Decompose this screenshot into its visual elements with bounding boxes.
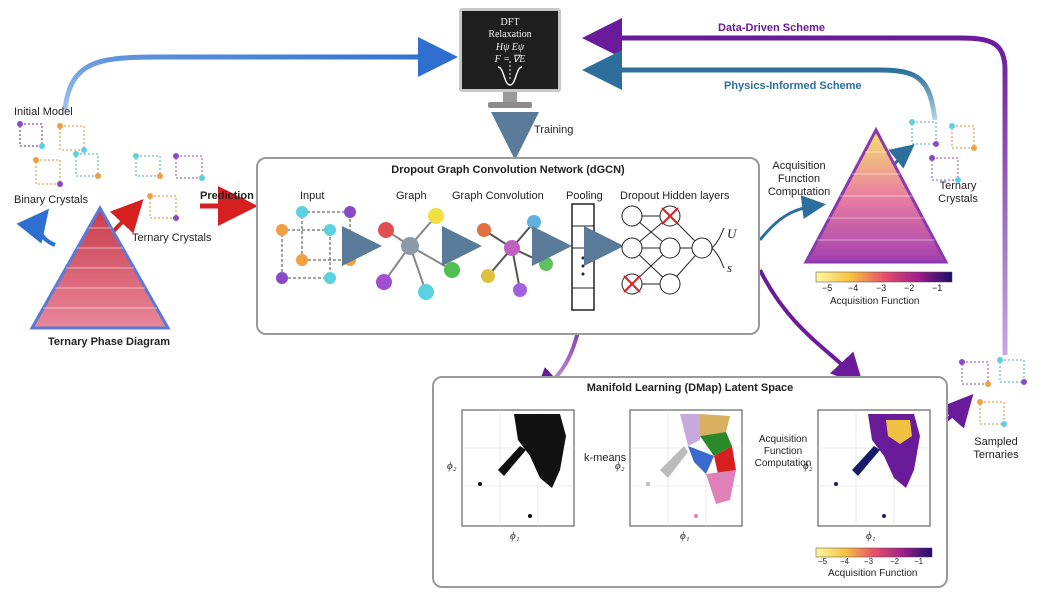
stage-pooling-label: Pooling [566,190,603,202]
initial-model-label: Initial Model [14,106,73,118]
plot2-y-label: ϕ₂ [615,460,625,472]
acq-tick-3: −2 [904,283,915,293]
plot3-x-label: ϕ₁ [866,530,876,542]
acq-tick-0: −5 [822,283,833,293]
initial-to-dft-arrow [62,37,458,111]
data-driven-arrow [582,18,1008,355]
dft-title: DFT [500,17,520,28]
acq-to-ternary-arrow [878,144,915,206]
acq-colorbar-label: Acquisition Function [830,296,920,307]
dft-equation-1: Hψ Eψ [495,42,525,53]
dft-equation-2: F = ∇E [494,54,526,65]
output-mu-label: U [727,226,737,241]
ternary-crystals-right-label: Ternary Crystals [938,180,978,205]
plot1-x-label: ϕ₁ [510,530,520,542]
binary-crystals-label: Binary Crystals [14,194,88,206]
dft-subtitle: Relaxation [488,29,532,40]
acq-tick-4: −1 [932,283,943,293]
physics-informed-label: Physics-Informed Scheme [724,80,862,92]
dmap-tick-1: −4 [840,557,850,566]
dgcn-title: Dropout Graph Convolution Network (dGCN) [391,164,625,176]
dmap-title: Manifold Learning (DMap) Latent Space [586,382,794,394]
plot1-y-label: ϕ₂ [447,460,457,472]
triangle-red-arrow [108,199,144,237]
acq-tick-1: −4 [848,283,859,293]
dmap-tick-0: −5 [818,557,828,566]
binary-blue-arrow [16,208,56,247]
dmap-colorbar-label: Acquisition Function [828,568,918,579]
physics-informed-arrow [582,50,938,121]
dmap-tick-2: −3 [864,557,874,566]
acq-tick-2: −3 [876,283,887,293]
energy-well-icon [497,61,523,86]
output-sigma-label: s [727,260,733,275]
data-driven-label: Data-Driven Scheme [718,22,825,34]
stage-dropout-label: Dropout Hidden layers [620,190,730,202]
sampled-ternaries-label: Sampled Ternaries [973,436,1019,461]
plot2-x-label: ϕ₁ [680,530,690,542]
dmap-tick-3: −2 [890,557,900,566]
dgcn-to-acq-arrow [758,195,826,241]
dft-monitor: DFT Relaxation Hψ Eψ F = ∇E [459,8,561,92]
dmap-tick-4: −1 [914,557,924,566]
ternary-crystals-label: Ternary Crystals [132,232,212,244]
dmap-acq-label: Acquisition Function Computation [754,434,812,469]
stage-graph-conv-label: Graph Convolution [452,190,544,202]
prediction-label: Prediction [200,190,254,202]
acq-computation-label: Acquisition Function Computation [767,160,831,198]
dgcn-panel [256,157,760,335]
plot3-y-label: ϕ₂ [803,460,813,472]
kmeans-label: k-means [584,452,627,464]
stage-graph-label: Graph [396,190,427,202]
training-label: Training [534,124,574,136]
dgcn-to-dmap-arrow [758,269,864,386]
phase-diagram-label: Ternary Phase Diagram [48,336,171,348]
stage-input-label: Input [300,190,325,202]
